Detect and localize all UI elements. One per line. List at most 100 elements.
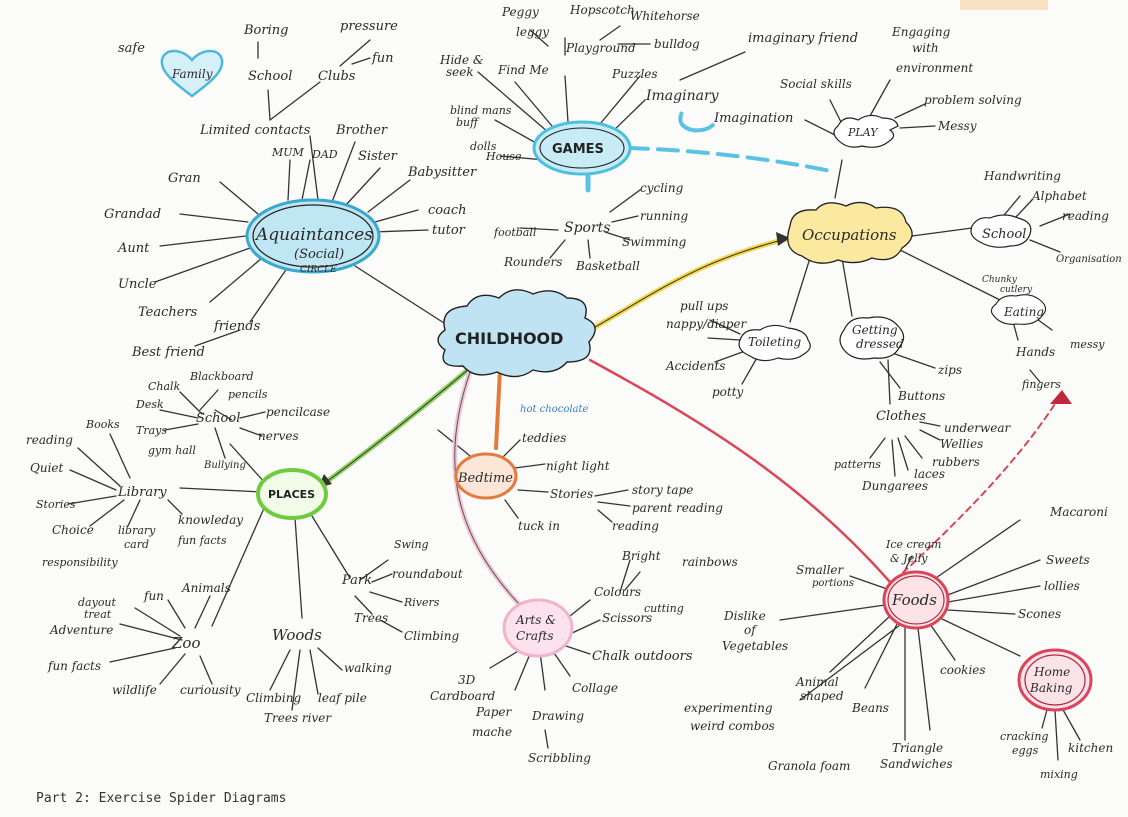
social-branch-labels: safe Boring School Clubs pressure fun Li… (104, 19, 477, 360)
cookies-label: cookies (940, 663, 986, 677)
messy-play-label: Messy (937, 119, 977, 133)
sister-label: Sister (358, 149, 398, 164)
paper-mache-label-2: mache (472, 725, 512, 739)
reading-bed-label: reading (612, 519, 659, 533)
colours-label: Colours (594, 585, 641, 599)
peggy-label: Peggy (501, 5, 539, 19)
arrowhead-red (1050, 390, 1072, 404)
hot-chocolate-label: hot chocolate (520, 404, 589, 415)
basketball-label: Basketball (575, 259, 640, 273)
toileting-label: Toileting (748, 335, 801, 349)
foods-bubble (882, 570, 950, 630)
handwriting-label: Handwriting (983, 169, 1061, 183)
messy-eat-label: messy (1070, 338, 1105, 351)
blackboard-label: Blackboard (189, 370, 254, 383)
childhood-label: CHILDHOOD (455, 329, 563, 348)
rivers-label: Rivers (403, 596, 440, 609)
swimming-label: Swimming (622, 235, 687, 249)
scissors-label: Scissors (602, 611, 652, 625)
brother-label: Brother (335, 123, 388, 138)
climbing-park-label: Climbing (404, 629, 459, 643)
triangle-label-1: Triangle (892, 741, 943, 755)
football-label: football (493, 226, 537, 239)
imaginary-label: Imaginary (645, 88, 720, 104)
smaller-label-2: portions (812, 578, 854, 589)
play-branch-labels: Imagination Social skills Engaging with … (713, 25, 1022, 133)
family-heart (160, 49, 224, 98)
cardboard-label-2: Cardboard (430, 689, 496, 703)
blind-mans-label-2: buff (456, 116, 480, 129)
hands-label: Hands (1015, 345, 1055, 359)
corner-tab (960, 0, 1048, 10)
dayout-label-2: treat (84, 608, 112, 621)
sweets-label: Sweets (1046, 553, 1090, 567)
games-label: GAMES (552, 142, 604, 157)
imaginary-friend-label: imaginary friend (748, 31, 858, 46)
arts-branch-labels: Colours Bright rainbows cutting Scissors… (430, 549, 738, 765)
adventure-label: Adventure (49, 623, 113, 637)
places-branch-labels: Chalk Blackboard Desk pencils Trays Scho… (26, 370, 463, 725)
dolls-house-label-1: dolls (470, 140, 497, 153)
leaf-pile-label: leaf pile (318, 691, 367, 705)
cycling-label: cycling (640, 181, 684, 195)
blind-mans-label-1: blind mans (450, 104, 512, 117)
swing-label: Swing (394, 538, 429, 551)
park-label: Park (341, 573, 372, 588)
grandad-label: Grandad (104, 207, 161, 222)
hide-seek-label-1: Hide & (439, 53, 484, 67)
bedtime-branch-labels: hot chocolate teddies night light Storie… (518, 404, 723, 533)
dislike-label-2: of (744, 623, 758, 637)
foods-branch-labels: Ice cream & Jelly Macaroni Smaller porti… (684, 505, 1113, 781)
cracking-label-1: cracking (1000, 730, 1048, 743)
dungarees-label: Dungarees (861, 479, 928, 493)
school-occ-label: School (982, 227, 1026, 242)
quiet-label: Quiet (30, 461, 64, 475)
rounders-label: Rounders (503, 255, 562, 269)
alphabet-label: Alphabet (1031, 189, 1087, 203)
underwear-label: underwear (944, 421, 1012, 435)
engaging-label-2: with (912, 41, 939, 55)
library-card-label-1: library (118, 524, 156, 537)
trees-label: Trees (354, 611, 388, 625)
chalk-label: Chalk (148, 380, 181, 393)
arts-label: Arts & (515, 613, 556, 627)
boring-label: Boring (243, 23, 288, 38)
aunt-label: Aunt (117, 241, 150, 256)
uncle-label: Uncle (118, 277, 157, 292)
fun-facts-lib-label: fun facts (177, 534, 227, 547)
playground-label: Playground (565, 41, 636, 55)
dolls-house-label-2: House (485, 150, 522, 163)
main-branches (315, 125, 1061, 623)
scribbling-label: Scribbling (528, 751, 591, 765)
fun-top-label: fun (371, 51, 394, 66)
home-baking-bubble (1017, 648, 1093, 712)
dislike-label-3: Vegetables (722, 639, 788, 653)
walking-label: walking (344, 661, 392, 675)
school-occ-bubble (970, 214, 1032, 248)
bulldog-label: bulldog (654, 37, 700, 51)
zoo-label: Zoo (171, 634, 200, 652)
wildlife-label: wildlife (112, 683, 157, 697)
bullying-label: Bullying (203, 460, 246, 471)
clothes-label: Clothes (876, 409, 926, 424)
clubs-label: Clubs (318, 69, 356, 84)
arts-bubble (502, 598, 574, 658)
social-skills-label: Social skills (780, 77, 852, 91)
leggy-label: leggy (516, 25, 549, 39)
organisation-label: Organisation (1056, 254, 1122, 265)
problem-solving-label: problem solving (924, 93, 1022, 107)
dislike-label-1: Dislike (723, 609, 766, 623)
family-label: Family (171, 67, 213, 81)
reading-occ-label: reading (1062, 209, 1109, 223)
patterns-label: patterns (834, 458, 881, 471)
chunky-cutlery-label-2: cutlery (1000, 285, 1033, 295)
collage-label: Collage (572, 681, 618, 695)
responsibility-label: responsibility (42, 556, 118, 569)
places-label: PLACES (268, 488, 315, 501)
eating-label: Eating (1003, 305, 1044, 319)
stories-bed-label: Stories (550, 487, 593, 501)
places-bubble (256, 468, 328, 520)
imagination-label: Imagination (713, 111, 793, 126)
fun-zoo-label: fun (143, 589, 164, 603)
